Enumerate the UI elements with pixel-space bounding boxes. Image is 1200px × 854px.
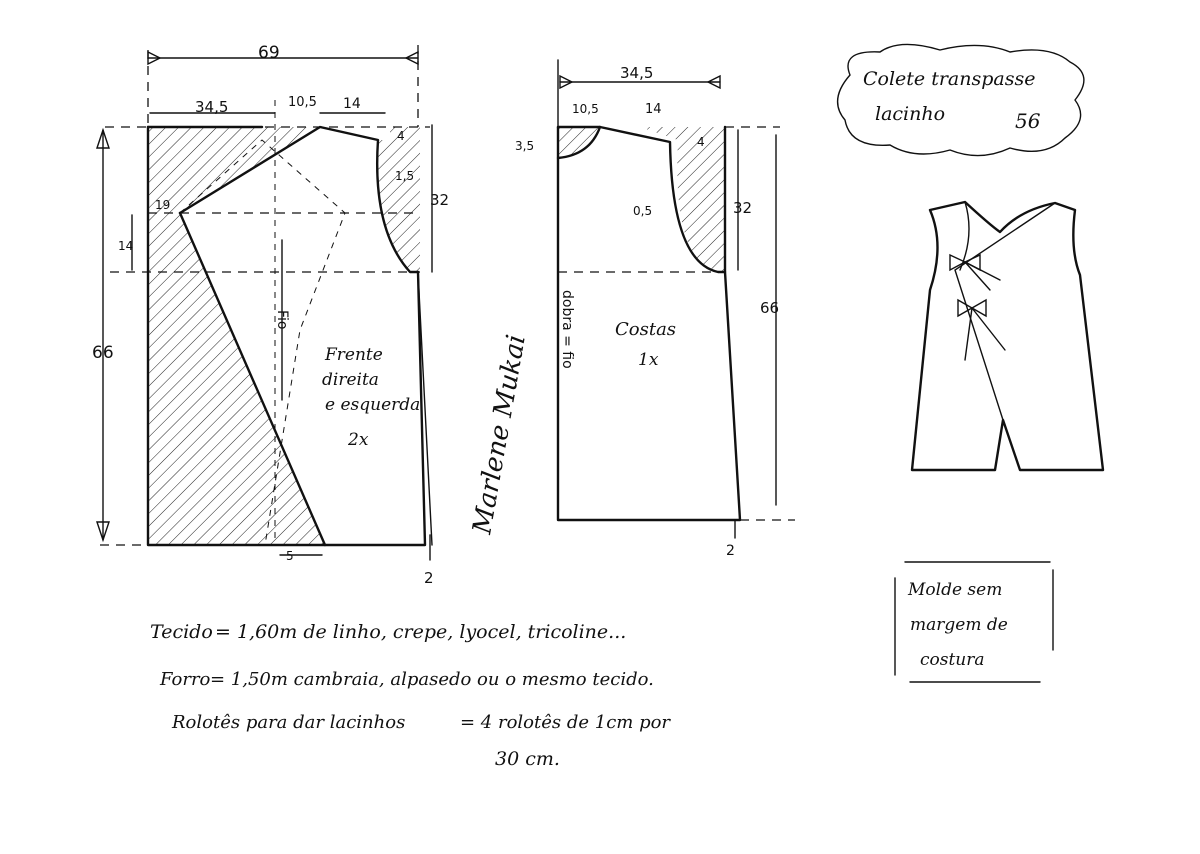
front-label-line1: Frente [324, 345, 383, 365]
title-cloud: Colete transpasse lacinho 56 [837, 43, 1085, 157]
vest-sketch [910, 200, 1105, 472]
title-line1: Colete transpasse [863, 68, 1035, 90]
back-label-count: 1x [638, 350, 659, 370]
front-label-line3: e esquerda [325, 395, 420, 415]
back-shoulder-a: 10,5 [572, 102, 599, 116]
back-hatch-neck [558, 127, 600, 158]
note-line2: margem de [910, 615, 1008, 635]
rolls-value: = 4 rolotês de 1cm por [460, 712, 671, 733]
front-armhole: 1,5 [395, 169, 414, 183]
front-label-count: 2x [347, 430, 369, 450]
back-height-upper: 32 [733, 199, 752, 217]
front-shoulder-a: 10,5 [288, 95, 317, 110]
rolls-label: Rolotês para dar lacinhos [171, 712, 405, 733]
back-extra-2: 2 [726, 543, 735, 559]
lining-value: = 1,50m cambraia, alpasedo ou o mesmo te… [210, 669, 654, 690]
back-height-total: 66 [760, 299, 779, 317]
back-dimensions: 34,5 10,5 14 4 3,5 0,5 32 66 2 dobra = f… [515, 64, 779, 559]
rolls-value2: 30 cm. [495, 748, 560, 770]
front-hem-5: 5 [286, 549, 294, 563]
front-neck-19: 19 [155, 198, 170, 212]
front-hatch-armhole [330, 127, 420, 272]
back-shoulder-b: 14 [645, 102, 662, 117]
materials: Tecido = 1,60m de linho, crepe, lyocel, … [150, 621, 671, 770]
fabric-label: Tecido [150, 621, 213, 643]
front-neck-shoulder [178, 125, 420, 274]
note-line1: Molde sem [907, 580, 1002, 600]
front-hatch-panel [148, 213, 325, 545]
back-piece [556, 59, 795, 522]
front-label-line2: direita [322, 370, 379, 390]
back-armhole: 0,5 [633, 204, 652, 218]
back-neck-35: 3,5 [515, 139, 534, 153]
front-neck-drop: 4 [397, 129, 405, 143]
signature: Marlene Mukai [467, 332, 532, 537]
front-shoulder-b: 14 [343, 96, 361, 112]
front-label: Frente direita e esquerda 2x [322, 345, 420, 450]
front-width-total: 69 [258, 43, 280, 63]
pattern-note: Molde sem margem de costura [894, 561, 1054, 683]
front-grain-label: Fio [274, 310, 290, 330]
title-line2: lacinho [875, 103, 945, 125]
back-hatch-armhole [640, 127, 725, 272]
front-side-14: 14 [118, 239, 133, 253]
front-wrap-line [178, 211, 327, 547]
front-outline [146, 125, 427, 547]
front-dimensions: 69 34,5 10,5 14 4 1,5 32 66 14 19 5 2 Fi… [92, 43, 449, 587]
front-width-half: 34,5 [195, 98, 228, 116]
back-label-line1: Costas [615, 319, 676, 340]
back-shoulder-armhole [598, 125, 727, 274]
front-piece [100, 100, 433, 547]
back-fold-label: dobra = fio [559, 290, 575, 369]
back-label: Costas 1x [615, 319, 676, 370]
lining-label: Forro [159, 669, 211, 690]
front-extra-2: 2 [424, 569, 434, 587]
front-height-total: 66 [92, 343, 114, 363]
front-height-upper: 32 [430, 191, 449, 209]
back-width-half: 34,5 [620, 64, 653, 82]
note-line3: costura [920, 650, 985, 670]
back-neck-drop: 4 [697, 135, 705, 149]
title-size: 56 [1015, 109, 1041, 133]
front-hatch-neck [148, 127, 320, 213]
fabric-value: = 1,60m de linho, crepe, lyocel, tricoli… [215, 621, 626, 643]
